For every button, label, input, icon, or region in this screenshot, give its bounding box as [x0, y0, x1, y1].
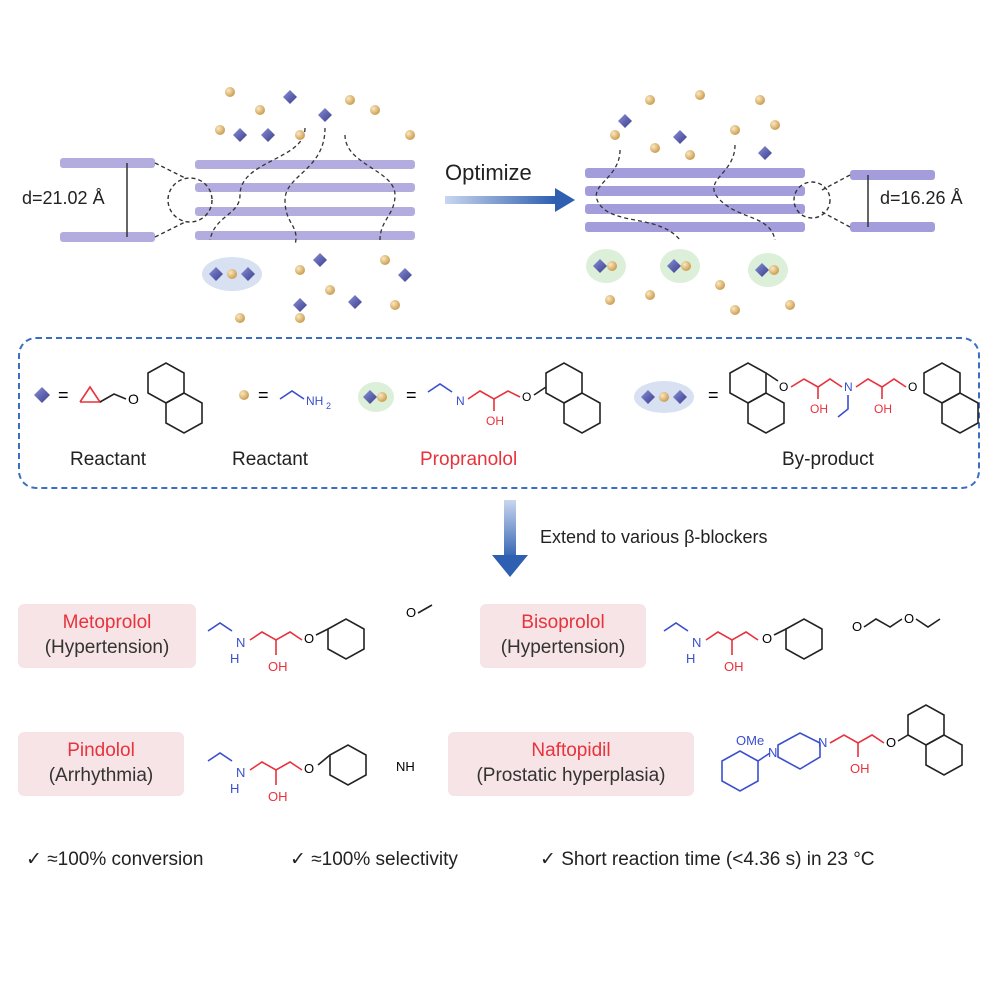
svg-text:OH: OH	[268, 789, 288, 804]
drug-disease: (Arrhythmia)	[48, 765, 154, 786]
svg-text:H: H	[230, 781, 239, 796]
svg-text:O: O	[522, 390, 531, 404]
legend-box	[18, 337, 980, 489]
svg-text:O: O	[908, 380, 917, 394]
svg-text:NH: NH	[396, 759, 415, 774]
svg-text:N: N	[236, 765, 245, 780]
svg-text:O: O	[779, 380, 788, 394]
right-zoom-circle	[793, 181, 831, 219]
product-bubbles	[586, 249, 788, 287]
drug-disease: (Hypertension)	[500, 637, 626, 658]
svg-text:NH: NH	[306, 394, 323, 408]
drug-pill-bisoprolol: Bisoprolol (Hypertension)	[480, 604, 646, 668]
footer-conversion: ✓ ≈100% conversion	[26, 849, 204, 870]
svg-text:H: H	[686, 651, 695, 666]
drug-disease: (Prostatic hyperplasia)	[476, 765, 666, 786]
left-layer-stack	[195, 160, 415, 240]
svg-text:OH: OH	[850, 761, 870, 776]
svg-text:N: N	[692, 635, 701, 650]
legend-label-reactant-1: Reactant	[70, 449, 147, 470]
svg-text:OH: OH	[486, 414, 504, 428]
left-particles	[215, 87, 415, 323]
svg-text:O: O	[304, 761, 314, 776]
reactor-schematic	[60, 87, 935, 323]
drug-name: Naftopidil	[531, 740, 611, 761]
left-zoom-circle	[167, 177, 213, 223]
right-zoom-layers	[850, 170, 935, 232]
drug-structures: N H OH O O N H OH O O O N H OH O NH	[207, 604, 963, 804]
svg-text:O: O	[406, 605, 416, 620]
legend-label-propranolol: Propranolol	[420, 449, 518, 470]
svg-text:OH: OH	[874, 402, 892, 416]
svg-text:O: O	[852, 619, 862, 634]
naftopidil-structure: OMe N N OH O	[721, 704, 963, 792]
bisoprolol-structure: N H OH O O O	[663, 611, 941, 674]
drug-name: Bisoprolol	[521, 612, 605, 633]
footer-reaction-time: ✓ Short reaction time (<4.36 s) in 23 °C	[540, 849, 875, 870]
svg-text:2: 2	[326, 401, 331, 411]
left-zoom-layers	[60, 158, 155, 242]
svg-text:OMe: OMe	[736, 733, 764, 748]
svg-text:H: H	[230, 651, 239, 666]
optimize-arrow	[445, 196, 555, 204]
svg-text:N: N	[818, 735, 827, 750]
legend-structures: = O = NH 2 = N OH O = O OH N OH	[34, 362, 979, 434]
svg-text:O: O	[304, 631, 314, 646]
svg-text:O: O	[128, 391, 139, 407]
drug-pill-pindolol: Pindolol (Arrhythmia)	[18, 732, 184, 796]
svg-text:N: N	[236, 635, 245, 650]
drug-pill-metoprolol: Metoprolol (Hypertension)	[18, 604, 196, 668]
drug-name: Pindolol	[67, 740, 135, 761]
footer-selectivity: ✓ ≈100% selectivity	[290, 849, 458, 870]
svg-text:OH: OH	[268, 659, 288, 674]
svg-text:N: N	[456, 394, 465, 408]
left-spacing-label: d=21.02 Å	[22, 188, 105, 208]
extend-arrow	[492, 500, 528, 577]
svg-text:OH: OH	[810, 402, 828, 416]
left-diamonds	[233, 90, 412, 312]
pindolol-structure: N H OH O NH	[207, 744, 415, 804]
optimize-label: Optimize	[445, 160, 532, 185]
svg-text:O: O	[904, 611, 914, 626]
right-layer-stack	[585, 168, 805, 232]
svg-text:=: =	[58, 385, 69, 405]
legend-label-byproduct: By-product	[782, 449, 874, 470]
right-diamonds	[618, 114, 772, 160]
right-particles	[605, 90, 795, 315]
drug-pill-naftopidil: Naftopidil (Prostatic hyperplasia)	[448, 732, 694, 796]
drug-disease: (Hypertension)	[44, 637, 170, 658]
svg-text:=: =	[258, 385, 269, 405]
svg-text:=: =	[406, 385, 417, 405]
legend-label-reactant-2: Reactant	[232, 449, 309, 470]
svg-text:N: N	[768, 745, 777, 760]
extend-label: Extend to various β-blockers	[540, 527, 768, 547]
right-spacing-label: d=16.26 Å	[880, 188, 963, 208]
svg-text:=: =	[708, 385, 719, 405]
svg-text:OH: OH	[724, 659, 744, 674]
metoprolol-structure: N H OH O O	[207, 604, 433, 674]
svg-text:O: O	[886, 735, 896, 750]
svg-text:N: N	[844, 380, 853, 394]
drug-name: Metoprolol	[62, 612, 152, 633]
svg-text:O: O	[762, 631, 772, 646]
